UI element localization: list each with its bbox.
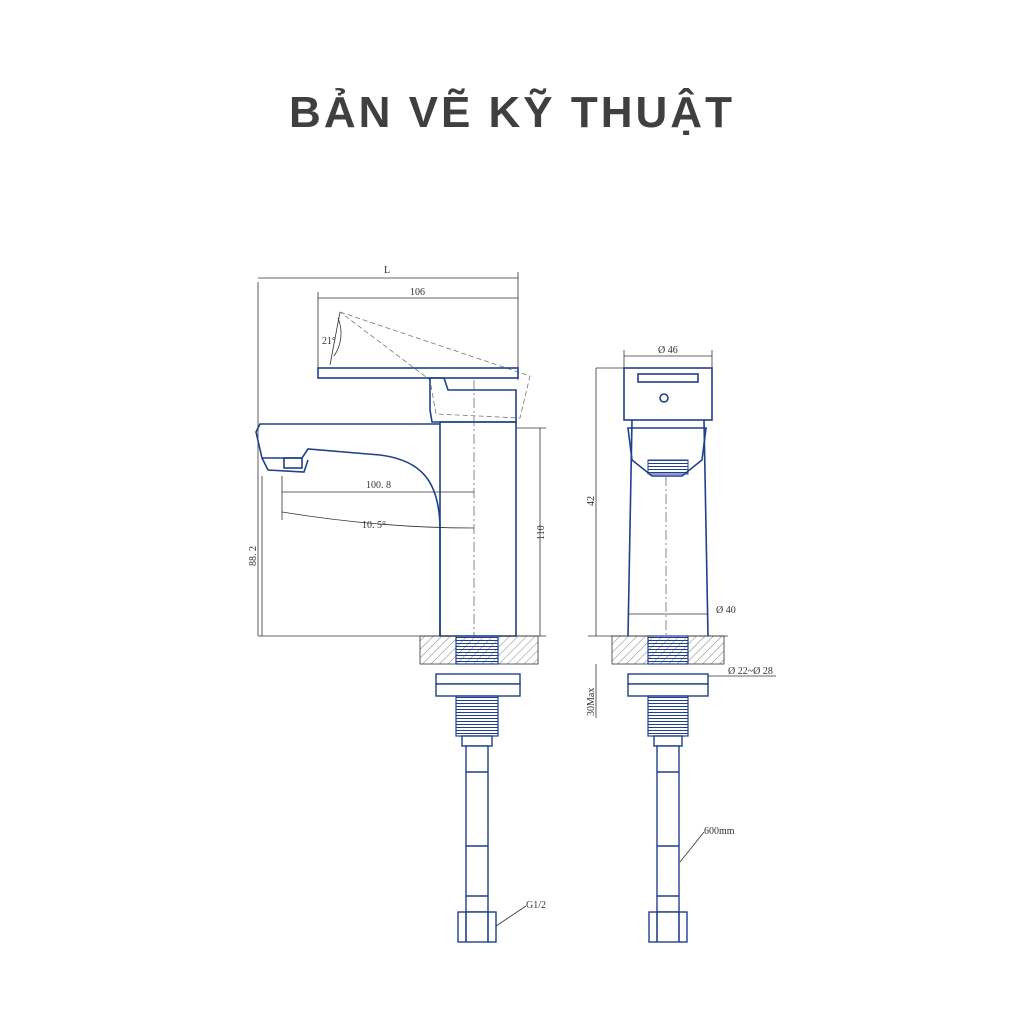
- front-view: Ø 46 42 Ø 40 Ø 22~Ø 28 30Max: [586, 345, 776, 943]
- dim-30-max: 30Max: [586, 688, 597, 716]
- dim-88-2: 88. 2: [248, 546, 259, 566]
- dim-g12: G1/2: [526, 900, 546, 911]
- dim-L: L: [384, 265, 390, 276]
- side-view: L 106 21° 100. 8 10. 5° 110: [248, 265, 547, 943]
- dim-110: 110: [536, 525, 547, 540]
- dim-100-8: 100. 8: [366, 480, 391, 491]
- dim-angle-10-5: 10. 5°: [362, 520, 386, 531]
- dim-600mm: 600mm: [704, 826, 735, 837]
- dim-angle-21: 21°: [322, 336, 336, 347]
- dim-dia-22-28: Ø 22~Ø 28: [728, 666, 773, 677]
- page-title: BẢN VẼ KỸ THUẬT: [289, 88, 735, 137]
- dim-dia-40: Ø 40: [716, 605, 736, 616]
- dim-106: 106: [410, 287, 425, 298]
- dim-42: 42: [586, 496, 597, 506]
- dim-dia-46: Ø 46: [658, 345, 678, 356]
